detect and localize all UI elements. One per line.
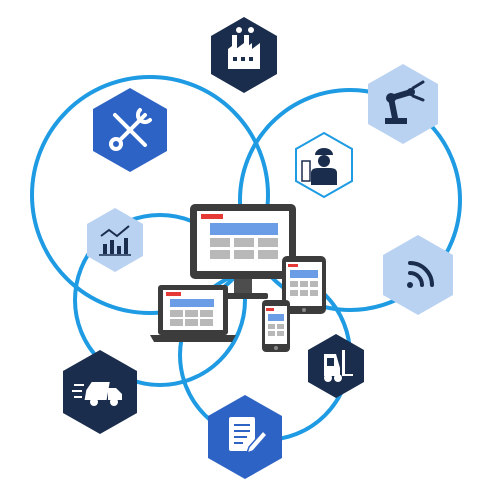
wireless-signal-icon — [407, 261, 434, 288]
forklift-node — [308, 334, 364, 398]
factory-node — [211, 17, 277, 93]
ring-top-left — [30, 75, 270, 315]
delivery-truck-icon — [72, 382, 122, 406]
ring-lower-left — [73, 213, 247, 387]
delivery-truck-node — [63, 350, 137, 434]
document-edit-node — [208, 395, 282, 479]
document-edit-icon — [229, 417, 269, 455]
tools-icon — [109, 108, 152, 151]
ring-upper-right — [238, 88, 462, 312]
robotic-arm-node — [368, 64, 438, 144]
analytics-chart-icon — [99, 225, 131, 256]
analytics-chart-node — [87, 208, 143, 272]
devices-group — [150, 204, 326, 352]
laptop — [150, 285, 236, 342]
smartphone — [262, 300, 290, 352]
desktop-monitor — [190, 204, 296, 299]
wireless-signal-node — [383, 235, 453, 315]
forklift-icon — [324, 350, 353, 382]
tablet — [282, 256, 326, 314]
robotic-arm-icon — [385, 80, 425, 124]
factory-icon — [228, 27, 260, 69]
engineer-icon — [301, 148, 337, 185]
hex-nodes — [63, 17, 453, 479]
engineer-node — [295, 131, 353, 199]
tools-node — [93, 88, 167, 172]
